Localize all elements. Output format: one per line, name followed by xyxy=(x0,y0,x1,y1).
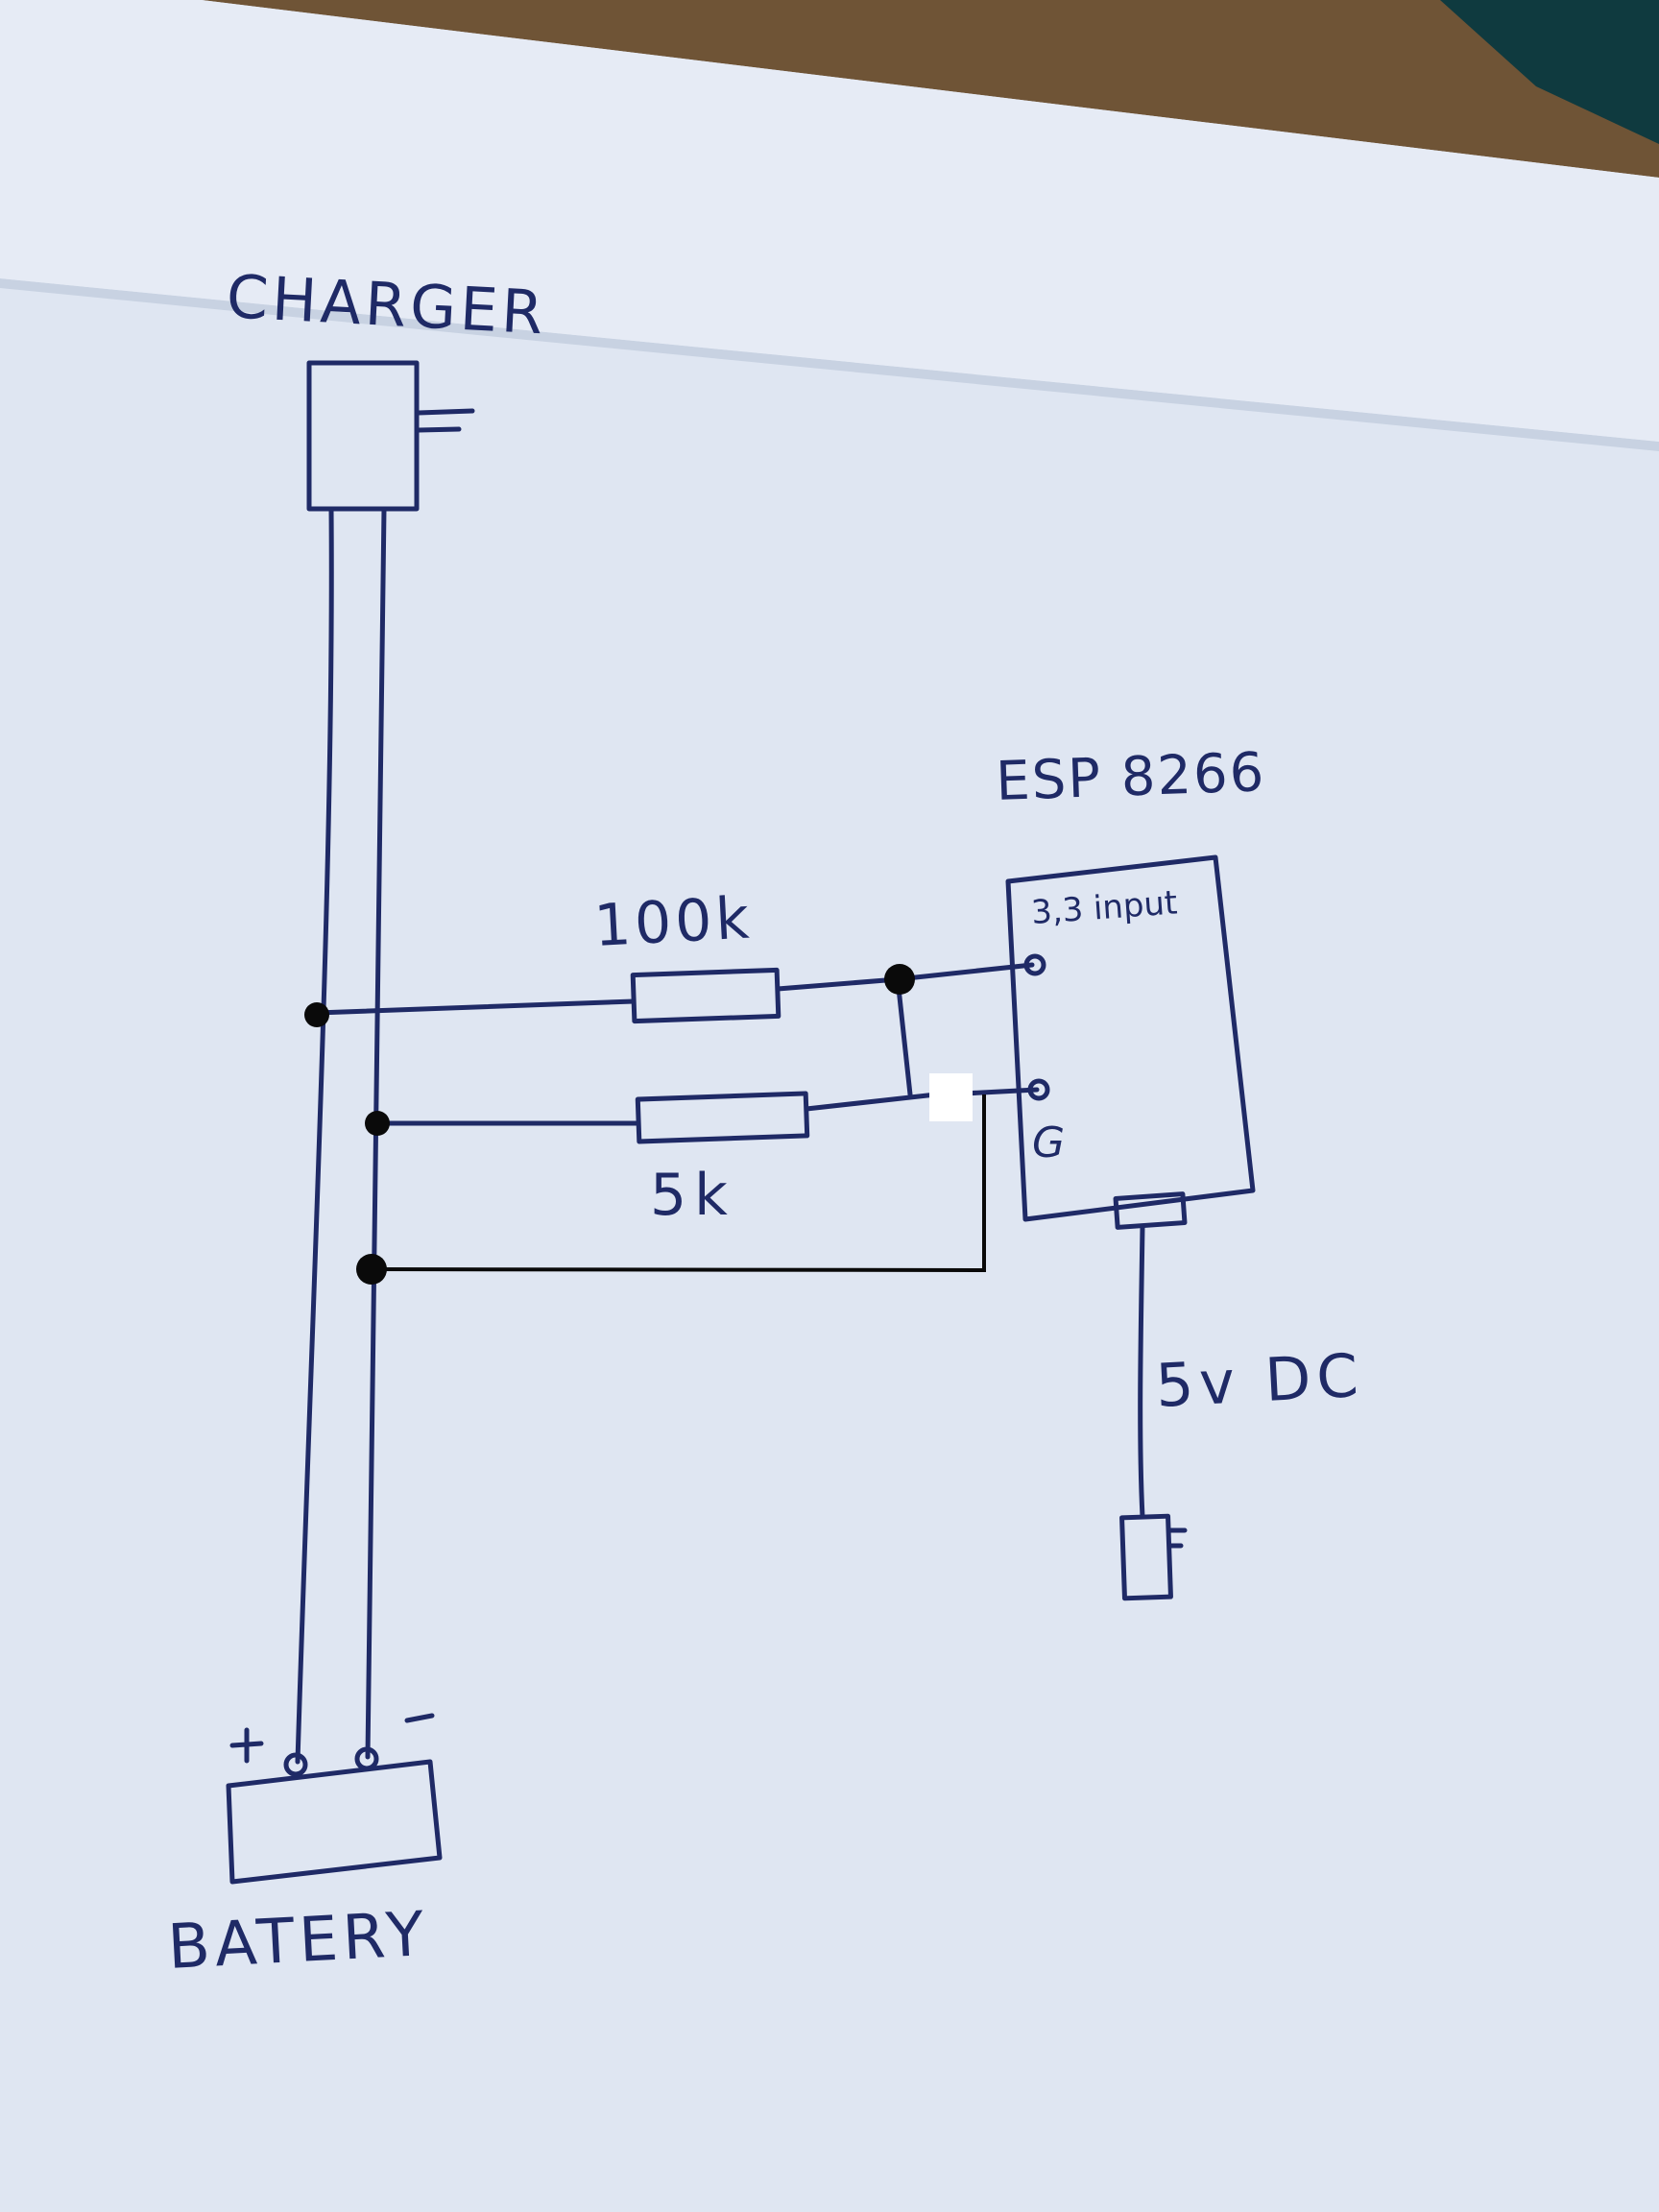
wire-negative xyxy=(365,506,387,1760)
charger-plug-prong-bottom xyxy=(416,426,462,433)
charger-plug-prong-top xyxy=(416,408,475,416)
battery-terminal-mark-minus xyxy=(404,1713,435,1723)
power-plug-prong xyxy=(1166,1527,1188,1549)
junction-dot-ground-return xyxy=(356,1254,387,1285)
esp-usb-port xyxy=(1113,1191,1188,1230)
junction-dot-negative xyxy=(365,1111,390,1136)
esp-input-pin xyxy=(1023,953,1046,976)
power-label: 5v DC xyxy=(1154,1340,1365,1421)
battery-terminal-positive xyxy=(283,1752,308,1777)
wire-r1-right xyxy=(775,976,901,992)
battery-terminal-negative xyxy=(354,1746,379,1771)
battery-terminal-mark-plus xyxy=(229,1727,264,1764)
pen-edits xyxy=(304,964,986,1285)
resistor-5k xyxy=(635,1091,810,1144)
paper-top-flap xyxy=(0,0,1659,442)
power-plug xyxy=(1119,1513,1173,1601)
charger-label: CHARGER xyxy=(225,261,548,348)
resistor-100k xyxy=(630,967,781,1024)
resistor-100k-label: 100k xyxy=(592,884,755,960)
esp-ground-pin xyxy=(1027,1078,1050,1101)
charger-box xyxy=(306,360,420,512)
esp-board xyxy=(1005,854,1256,1222)
ground-return-wire xyxy=(369,1094,986,1273)
power-cable xyxy=(1138,1224,1145,1520)
junction-dot-positive xyxy=(304,1002,329,1027)
resistor-5k-label: 5k xyxy=(650,1162,735,1229)
junction-dot-divider xyxy=(884,964,915,995)
esp-label: ESP 8266 xyxy=(995,741,1266,813)
wire-divider-jumper xyxy=(895,976,913,1097)
esp-ground-pin-label: G xyxy=(1032,1118,1065,1167)
wire-to-input-pin xyxy=(895,962,1035,982)
wire-positive xyxy=(295,506,334,1765)
wire-r1-left xyxy=(314,998,637,1016)
white-patch xyxy=(929,1073,973,1121)
wire-r2-right xyxy=(804,1092,939,1112)
battery-label: BATERY xyxy=(166,1899,430,1984)
paper-fold-shadow xyxy=(0,278,1659,451)
dark-corner xyxy=(1440,0,1659,144)
